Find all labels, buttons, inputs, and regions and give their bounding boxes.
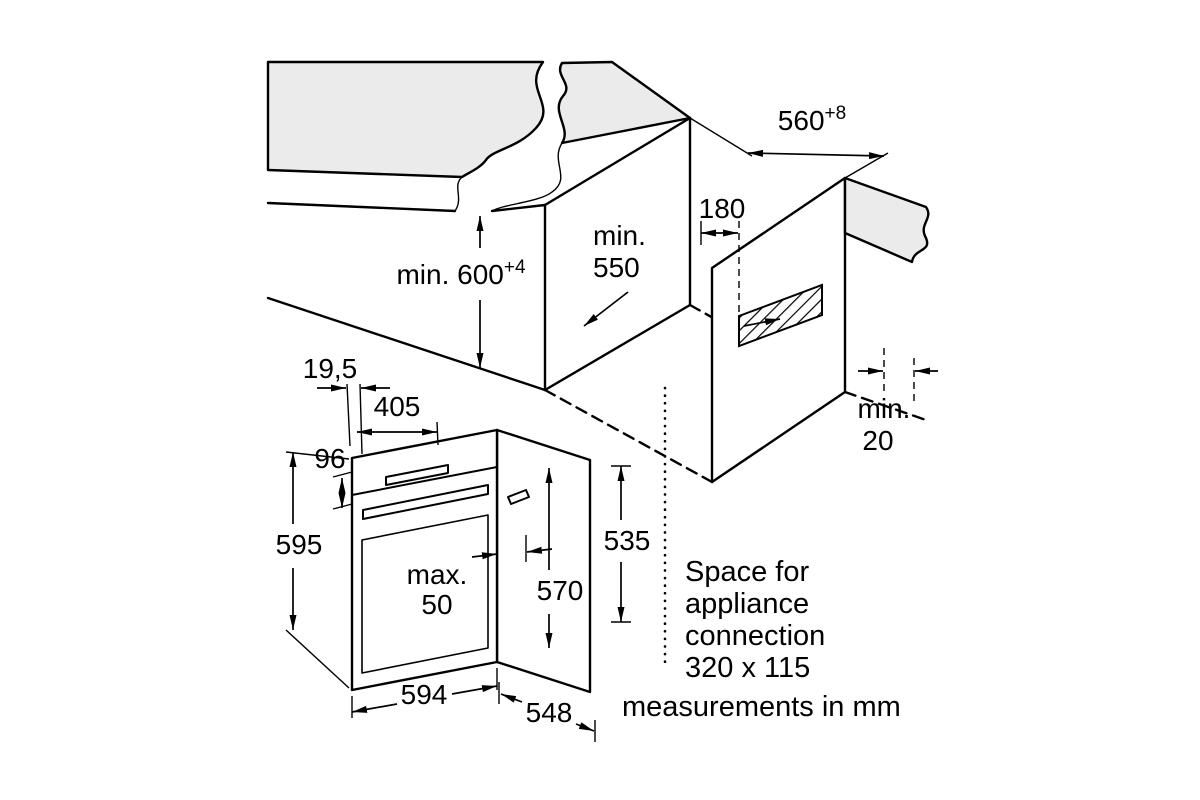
worktop-left xyxy=(266,60,692,213)
dim-handle-label-1: max. xyxy=(407,559,468,590)
dim-rear-offset: 180 xyxy=(699,193,746,314)
control-panel-line xyxy=(351,466,498,496)
worktop-underside-edge2 xyxy=(490,203,547,213)
dim-handle-label-2: 50 xyxy=(421,589,452,620)
worktop-surface-right-wedge xyxy=(557,60,692,145)
dim-depth: 548 xyxy=(498,682,596,742)
dim-leader xyxy=(583,291,629,327)
oven xyxy=(350,428,592,694)
side-latch-detail xyxy=(507,489,530,505)
connection-area-arrow xyxy=(743,318,781,327)
dim-side-gap-label-2: 20 xyxy=(862,425,893,456)
dim-frame-offset: 19,5 xyxy=(303,353,390,455)
dim-line xyxy=(747,149,885,160)
dim-depth-label: 548 xyxy=(526,697,573,728)
extension-line xyxy=(285,629,350,689)
floor-hidden-continuation xyxy=(843,390,928,422)
dim-niche-depth-label-1: min. xyxy=(593,220,646,251)
extension-line xyxy=(332,503,353,510)
dim-niche-height-label: min. 600+4 xyxy=(396,257,526,290)
dim-niche-depth-label-2: 550 xyxy=(593,252,640,283)
dim-width-label: 594 xyxy=(401,679,448,710)
dim-body-depth: 570 xyxy=(537,468,584,648)
extension-line xyxy=(346,383,351,447)
door-handle xyxy=(362,484,489,520)
dim-rear-height: 535 xyxy=(604,465,651,623)
dim-line xyxy=(526,546,553,554)
connection-note: Space for appliance connection 320 x 115 xyxy=(685,556,825,684)
connection-note-line-3: connection xyxy=(685,620,825,652)
extension-line xyxy=(689,117,753,157)
extension-line xyxy=(359,383,363,455)
dim-line xyxy=(451,685,498,695)
worktop-surface-left xyxy=(266,60,545,179)
dim-panel-height: 96 xyxy=(314,443,353,510)
dim-niche-width-label: 560+8 xyxy=(778,103,846,136)
niche-top-edge xyxy=(543,116,692,207)
dim-side-gap: min. 20 xyxy=(858,348,938,456)
dim-line xyxy=(575,722,595,732)
dim-line xyxy=(500,693,523,703)
dim-niche-height: min. 600+4 xyxy=(396,216,526,368)
dim-top-depth: 405 xyxy=(357,391,439,446)
extension-line xyxy=(436,421,439,446)
dim-niche-depth: min. 550 xyxy=(583,220,646,327)
dim-width: 594 xyxy=(351,668,498,718)
connection-note-line-4: 320 x 115 xyxy=(685,652,810,684)
dim-rear-offset-label: 180 xyxy=(699,193,746,224)
niche-floor-left-hidden-edge xyxy=(543,388,714,484)
dim-front-height: 595 xyxy=(276,451,350,689)
dim-side-gap-label-1: min. xyxy=(858,393,911,424)
extension-line xyxy=(332,471,353,478)
dim-top-depth-label: 405 xyxy=(374,391,421,422)
dim-frame-offset-label: 19,5 xyxy=(303,353,358,384)
dim-line xyxy=(351,703,398,713)
worktop-underside-edge xyxy=(266,201,457,213)
footer-measurements-note: measurements in mm xyxy=(622,691,901,723)
dim-line xyxy=(471,552,498,560)
extension-line xyxy=(285,451,350,460)
dim-front-height-label: 595 xyxy=(276,529,323,560)
connection-note-line-1: Space for xyxy=(685,556,809,588)
tear-edge-left xyxy=(454,176,463,212)
door-inner-outline xyxy=(361,514,489,674)
niche-bottom-edge xyxy=(543,303,692,392)
dim-rear-height-label: 535 xyxy=(604,525,651,556)
tear-edge-right xyxy=(491,142,563,212)
connection-note-line-2: appliance xyxy=(685,588,809,620)
worktop-surface-far-right xyxy=(843,176,930,264)
display-slot xyxy=(385,464,449,486)
connection-area-hatch xyxy=(738,283,823,348)
cabinet-front-edge-line xyxy=(266,296,547,392)
hatch-connection-area xyxy=(738,283,823,348)
dim-body-depth-label: 570 xyxy=(537,575,584,606)
dim-handle-protrusion: max. 50 xyxy=(407,535,553,620)
dim-niche-width: 560+8 xyxy=(689,103,889,179)
oven-side-face xyxy=(495,428,592,694)
